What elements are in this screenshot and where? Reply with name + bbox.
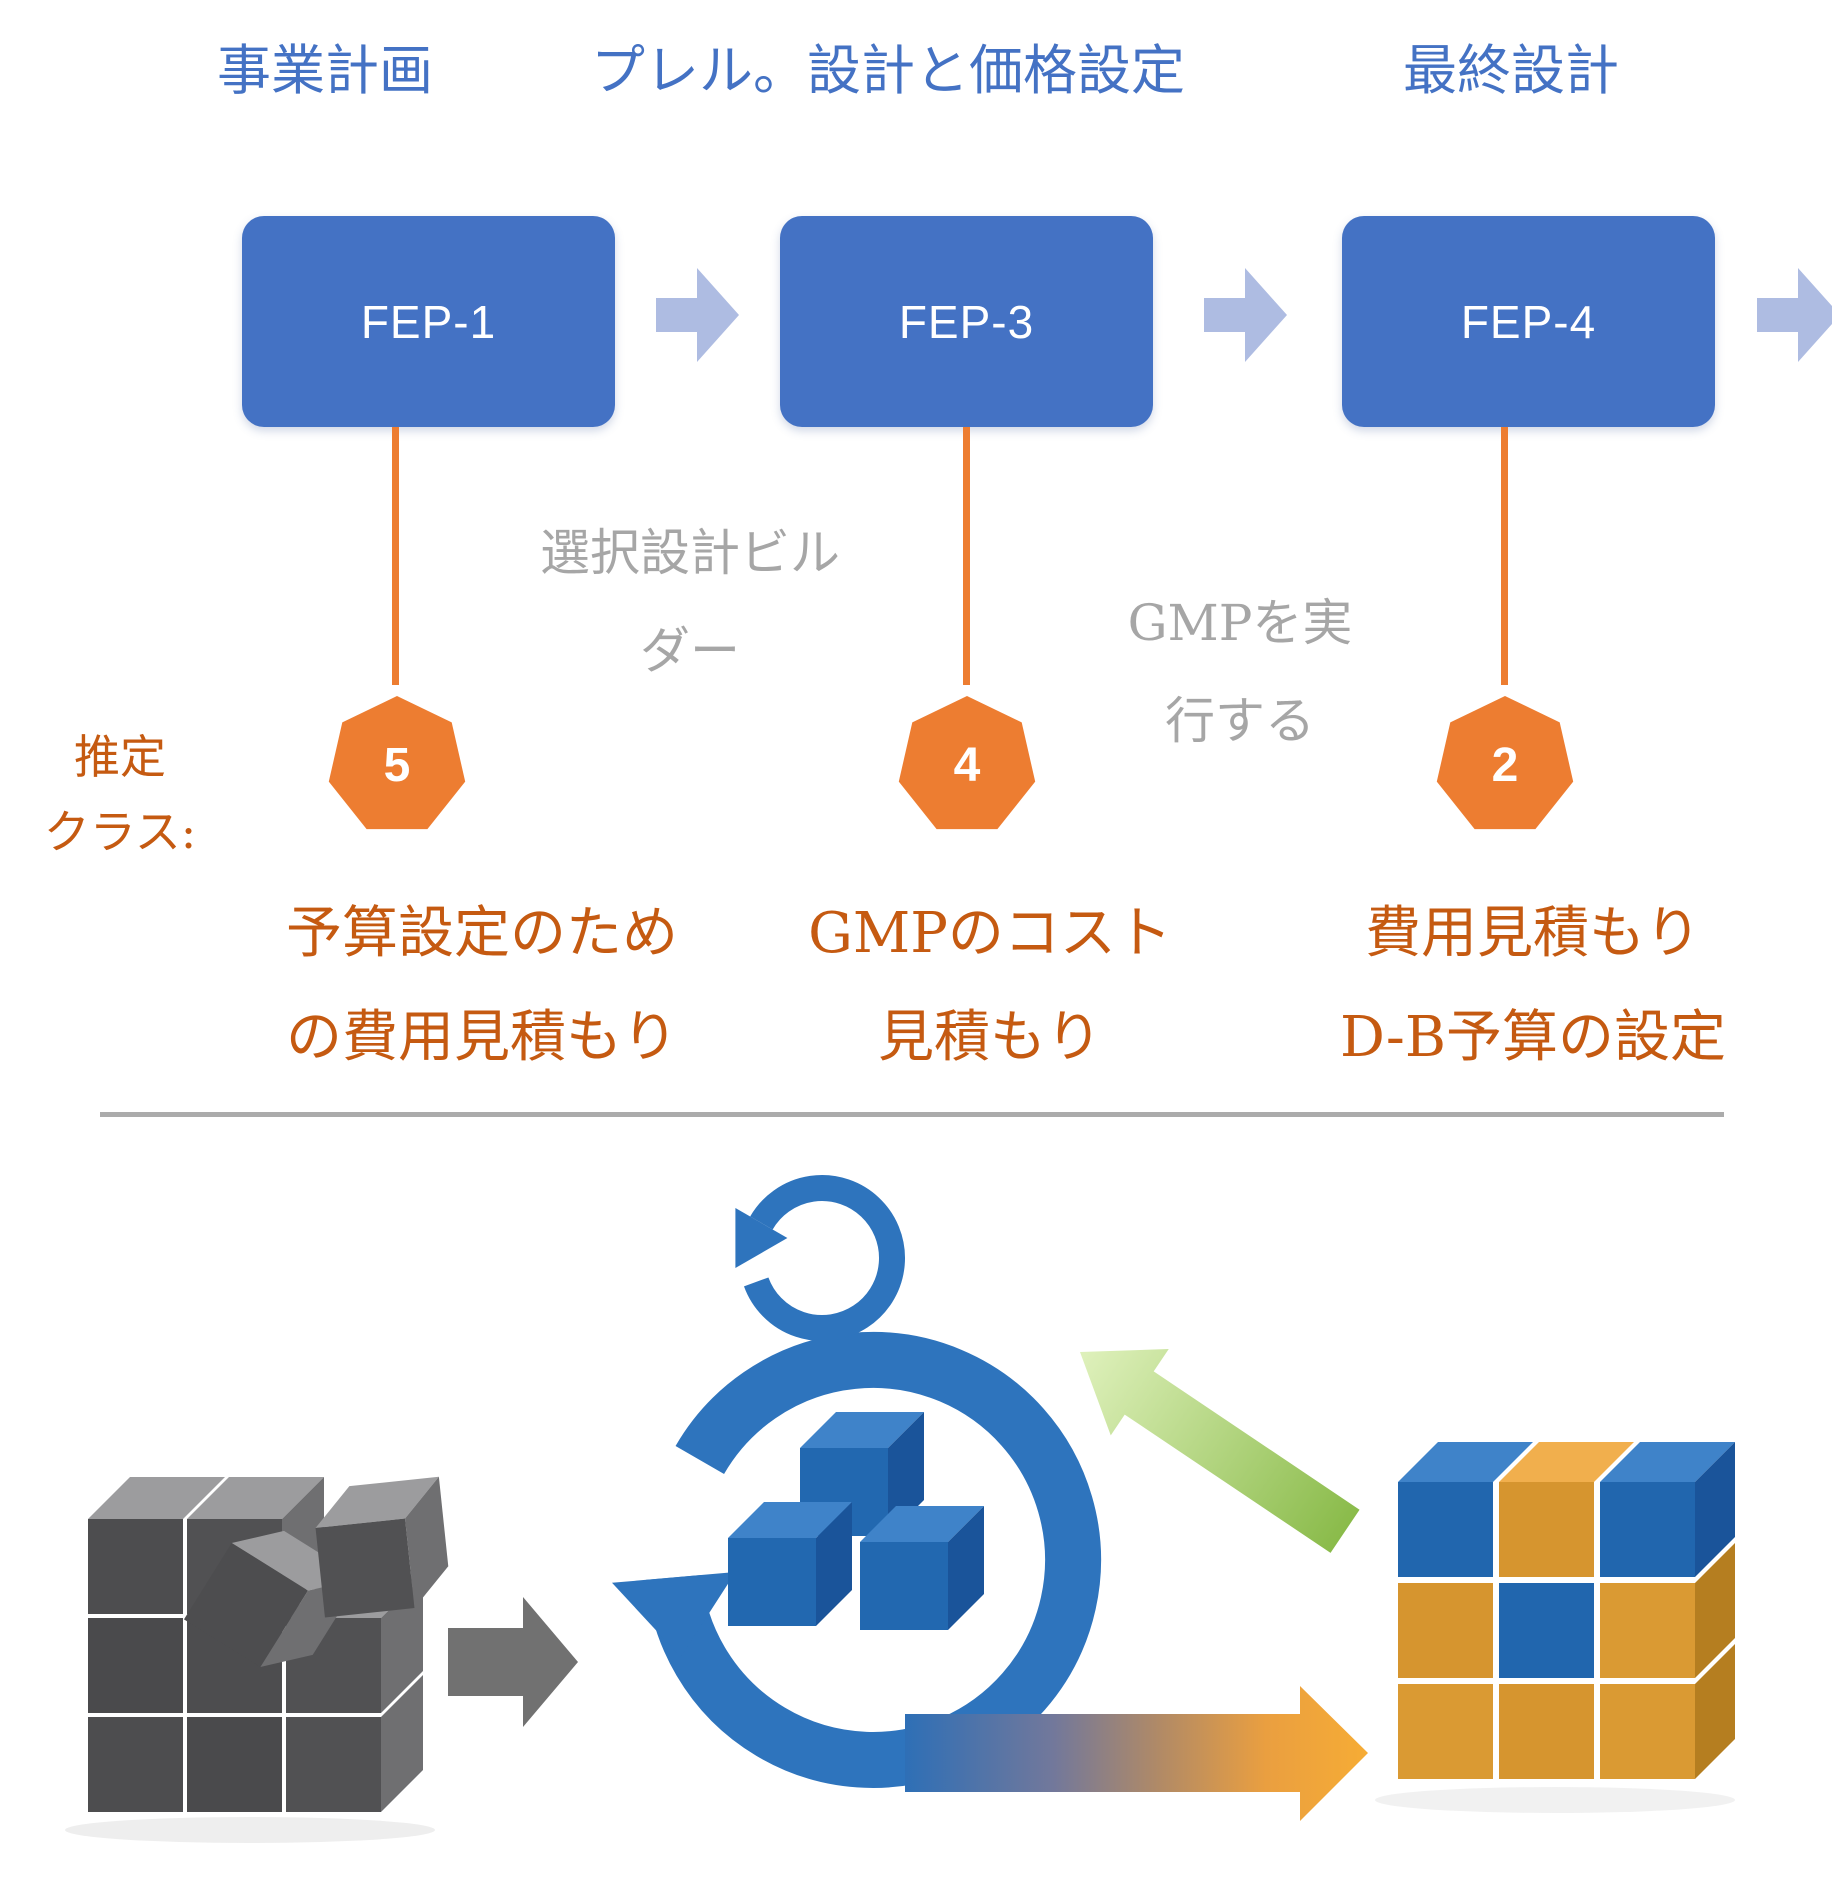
estimate-class-badge-5: 5	[324, 692, 470, 838]
connector-line	[963, 427, 970, 685]
assembled-orange-blue-cube-icon	[1375, 1442, 1735, 1813]
section-divider	[100, 1112, 1724, 1117]
description-db-budget: 費用見積もり D-B予算の設定	[1340, 882, 1726, 1089]
badge-number: 2	[1491, 738, 1519, 792]
description-line: 見積もり	[877, 1004, 1102, 1070]
flow-arrow-icon	[1204, 268, 1287, 362]
description-line: の費用見積もり	[286, 1004, 678, 1070]
note-line: 選択設計ビル	[540, 524, 840, 582]
transformation-illustration	[65, 1175, 1735, 1843]
blue-to-orange-delivery-arrow-icon	[905, 1686, 1368, 1821]
disassembled-gray-cube-icon	[65, 1476, 449, 1843]
flow-arrow-icon	[656, 268, 739, 362]
blue-module-cubes-icon	[728, 1412, 984, 1630]
blue-iteration-loop-icon	[612, 1175, 1102, 1788]
description-line: D-B予算の設定	[1339, 1004, 1727, 1070]
estimate-class-line: クラス:	[43, 804, 197, 859]
description-line: GMPのコスト	[808, 901, 1172, 966]
phase-label-prelim-design: プレル。設計と価格設定	[591, 39, 1185, 102]
flow-box-fep-1: FEP-1	[242, 216, 615, 427]
description-budget-estimate: 予算設定のため の費用見積もり	[286, 882, 678, 1089]
estimate-class-badge-4: 4	[894, 692, 1040, 838]
description-gmp-estimate: GMPのコスト 見積もり	[808, 882, 1172, 1089]
flow-arrow-icon	[1757, 268, 1832, 362]
phase-label-business-plan: 事業計画	[217, 39, 433, 102]
flow-box-fep-4: FEP-4	[1342, 216, 1715, 427]
badge-number: 5	[383, 738, 411, 792]
transition-note-design-builder: 選択設計ビル ダー	[540, 505, 840, 700]
flow-box-label: FEP-4	[1460, 295, 1597, 348]
description-line: 費用見積もり	[1364, 901, 1701, 966]
flow-box-label: FEP-3	[898, 295, 1035, 348]
note-line: GMPを実	[1127, 594, 1353, 652]
phase-label-final-design: 最終設計	[1403, 39, 1619, 102]
description-line: 予算設定のため	[286, 901, 678, 966]
green-feedback-arrow-icon	[1080, 1348, 1360, 1553]
note-line: ダー	[640, 621, 740, 680]
flow-box-fep-3: FEP-3	[780, 216, 1153, 427]
estimate-class-label: 推定 クラス:	[0, 720, 240, 869]
heptagon-icon	[898, 696, 1036, 830]
heptagon-icon	[328, 696, 466, 830]
connector-line	[1501, 427, 1508, 685]
gray-right-arrow-icon	[448, 1597, 578, 1727]
estimate-class-line: 推定	[74, 730, 166, 784]
note-line: 行する	[1165, 691, 1315, 750]
estimate-class-badge-2: 2	[1432, 692, 1578, 838]
transition-note-execute-gmp: GMPを実 行する	[1128, 575, 1353, 770]
connector-line	[392, 427, 399, 685]
badge-number: 4	[953, 738, 981, 792]
flow-box-label: FEP-1	[360, 295, 497, 348]
heptagon-icon	[1436, 696, 1574, 830]
